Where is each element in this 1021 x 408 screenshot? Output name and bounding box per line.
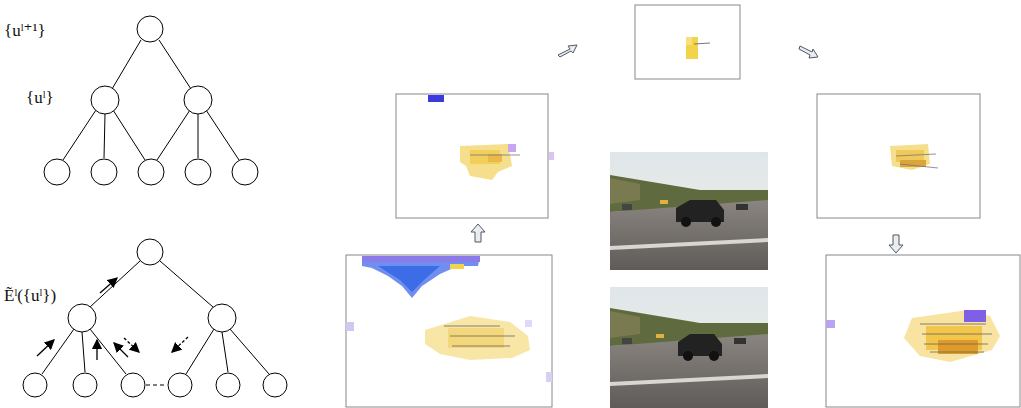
flow-panels: [346, 5, 1020, 407]
tree-edges: [63, 40, 239, 160]
message-arrows: [37, 278, 188, 360]
flow-blobs: [346, 37, 1000, 382]
math-label: {uˡ}: [24, 88, 56, 108]
input-frames: [610, 152, 768, 408]
tree-nodes: [44, 16, 258, 185]
flow-arrows: [471, 45, 903, 253]
math-label: Ẽˡ({uˡ}): [2, 286, 58, 306]
tree-edges: [42, 261, 269, 385]
tree-nodes: [23, 239, 287, 397]
math-label: {uˡ⁺¹}: [2, 20, 48, 41]
